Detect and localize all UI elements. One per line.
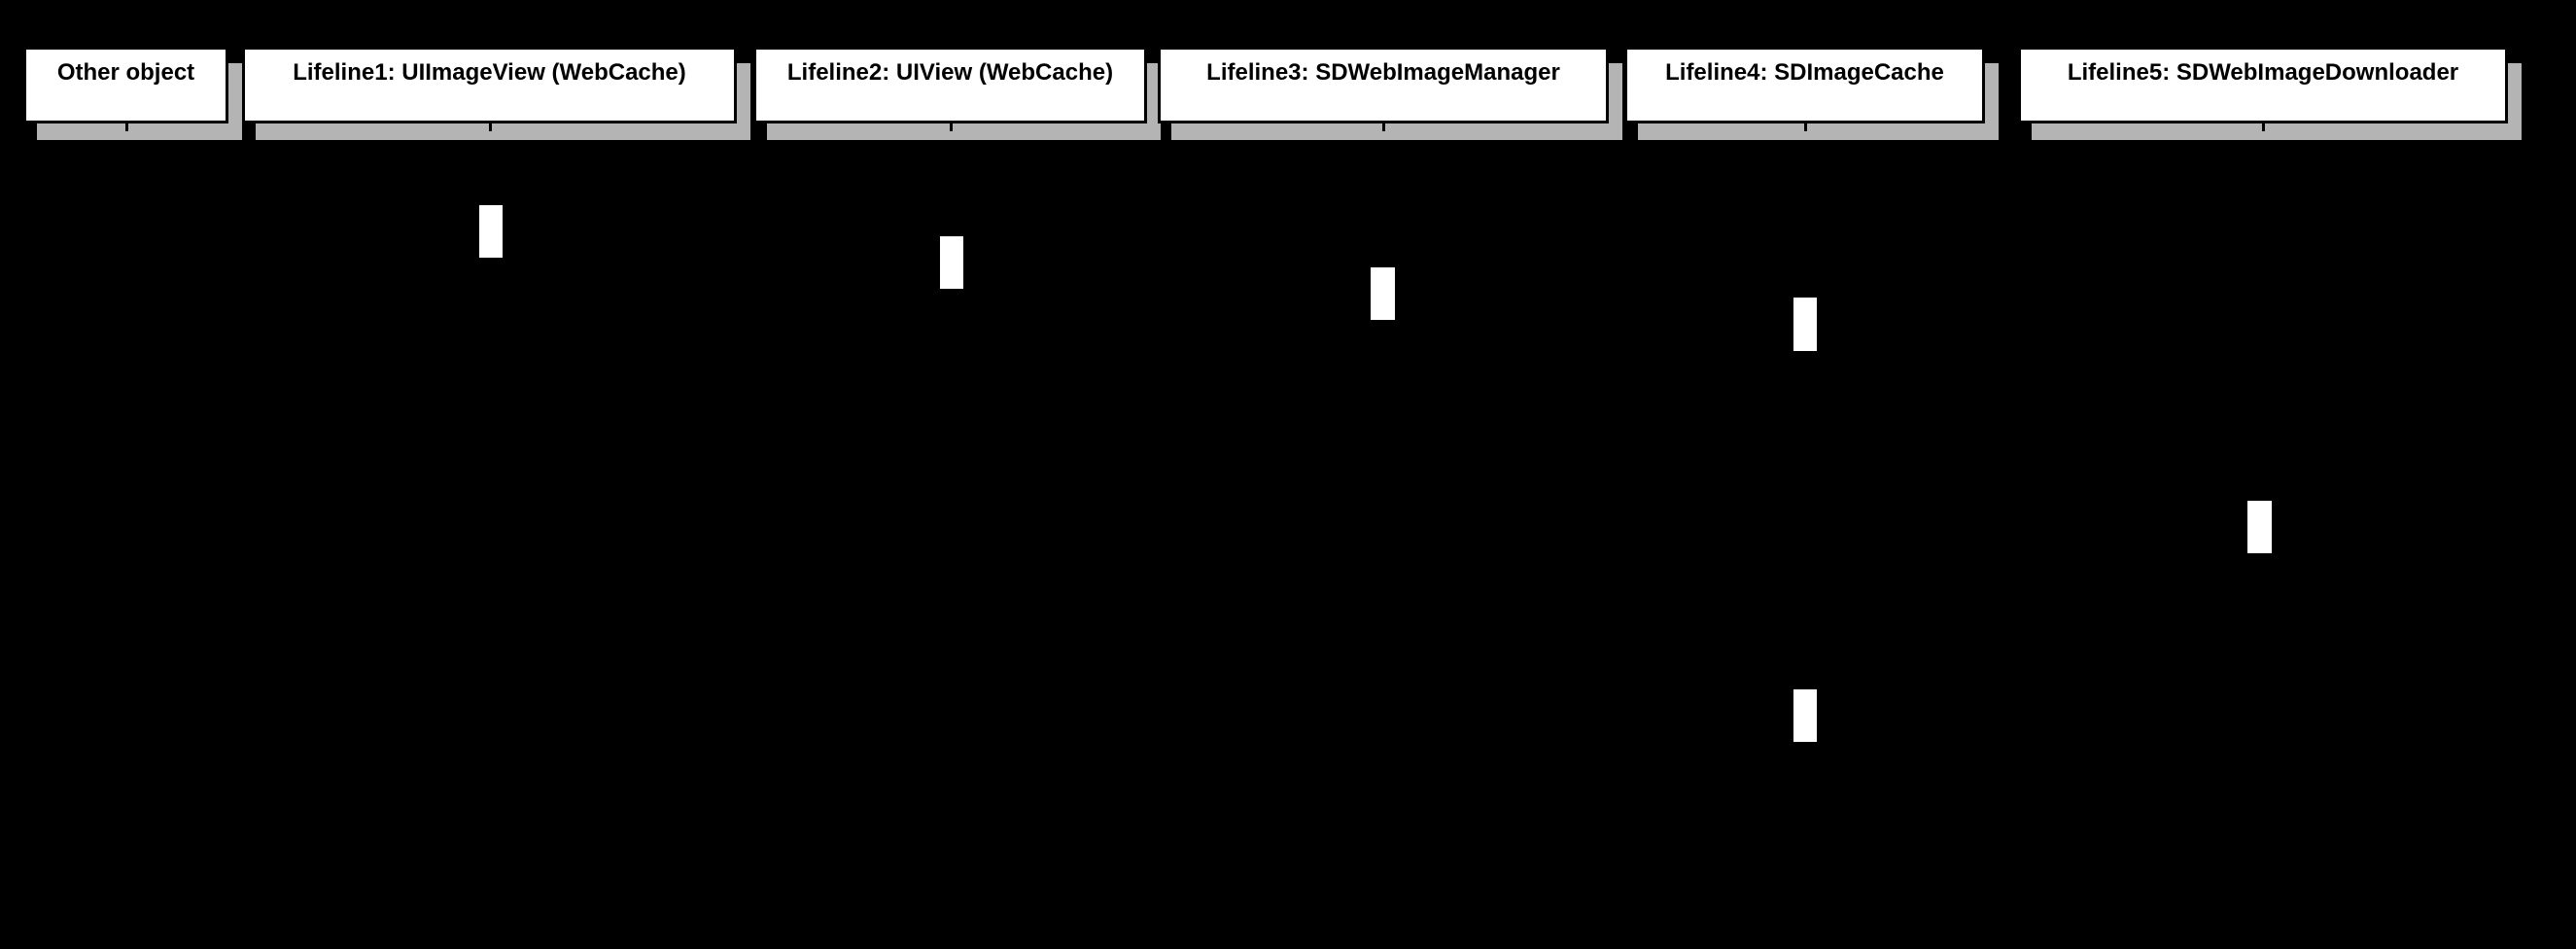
- lifeline-label: Other object: [56, 59, 195, 86]
- lifeline-header: Lifeline1: UIImageView (WebCache): [242, 47, 737, 123]
- lifeline-header: Other object: [23, 47, 228, 123]
- activation-bar: [479, 205, 503, 258]
- lifeline-header: Lifeline5: SDWebImageDownloader: [2018, 47, 2508, 123]
- lifeline-label: Lifeline1: UIImageView (WebCache): [293, 59, 686, 86]
- lifeline-dash-tick: [125, 123, 128, 131]
- lifeline-header: Lifeline3: SDWebImageManager: [1158, 47, 1609, 123]
- lifeline-label: Lifeline3: SDWebImageManager: [1206, 59, 1560, 86]
- activation-bar: [2247, 501, 2272, 553]
- lifeline-header: Lifeline4: SDImageCache: [1624, 47, 1985, 123]
- lifeline-label: Lifeline2: UIView (WebCache): [786, 59, 1114, 86]
- lifeline-label: Lifeline5: SDWebImageDownloader: [2067, 59, 2459, 86]
- activation-bar: [940, 236, 963, 289]
- lifeline-dash-tick: [1804, 123, 1807, 131]
- lifeline-dash-tick: [1382, 123, 1385, 131]
- lifeline-dash-tick: [950, 123, 953, 131]
- lifeline-dash-tick: [2262, 123, 2265, 131]
- activation-bar: [1371, 267, 1395, 320]
- lifeline-dash-tick: [489, 123, 492, 131]
- activation-bar: [1793, 689, 1817, 742]
- lifeline-header: Lifeline2: UIView (WebCache): [753, 47, 1147, 123]
- lifeline-label: Lifeline4: SDImageCache: [1665, 59, 1944, 86]
- activation-bar: [1793, 298, 1817, 351]
